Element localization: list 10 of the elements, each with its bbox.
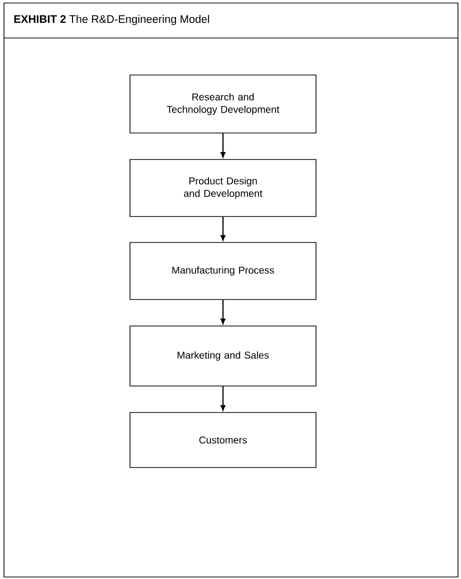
- process-box: Product Design and Development: [130, 159, 316, 217]
- process-box: Manufacturing Process: [130, 242, 316, 300]
- arrow: [220, 216, 226, 241]
- process-box: Research and Technology Development: [130, 74, 316, 134]
- process-box: Marketing and Sales: [130, 326, 316, 386]
- process-box: Customers: [130, 412, 316, 468]
- arrow: [220, 133, 226, 158]
- arrow: [220, 386, 226, 411]
- arrow: [220, 300, 226, 324]
- title: EXHIBIT 2 The R&D-Engineering Model: [14, 14, 209, 26]
